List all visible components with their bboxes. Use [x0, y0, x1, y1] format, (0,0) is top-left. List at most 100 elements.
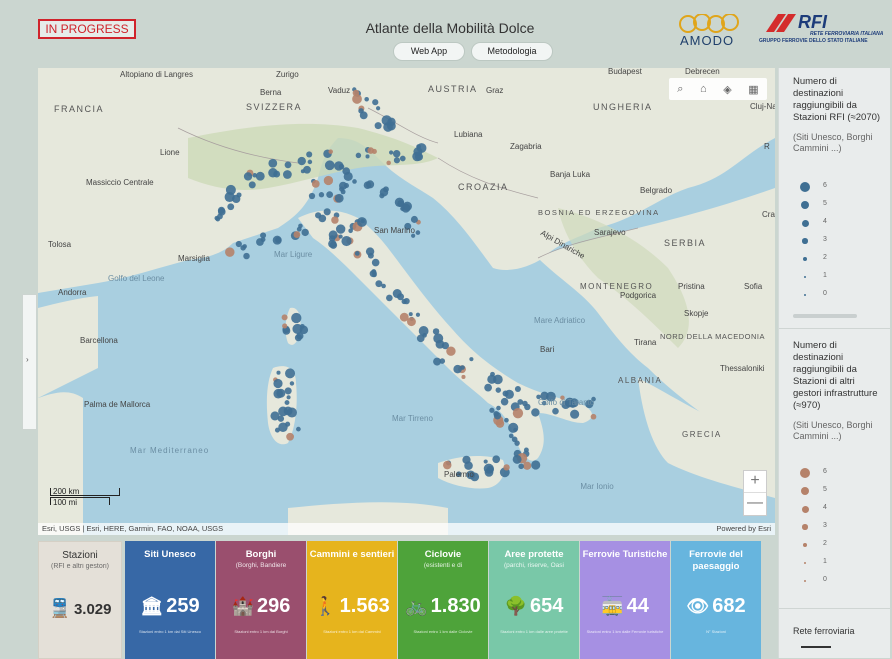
- station-dot[interactable]: [364, 96, 369, 102]
- station-dot[interactable]: [487, 374, 497, 384]
- station-dot[interactable]: [293, 231, 301, 238]
- station-dot[interactable]: [341, 235, 352, 247]
- station-dot[interactable]: [469, 357, 474, 362]
- station-dot[interactable]: [439, 358, 446, 364]
- station-dot[interactable]: [531, 408, 540, 417]
- station-dot[interactable]: [296, 332, 304, 340]
- station-dot[interactable]: [268, 158, 278, 168]
- station-dot[interactable]: [328, 149, 333, 154]
- station-dot[interactable]: [508, 422, 519, 433]
- layers-icon[interactable]: ◈: [723, 83, 732, 96]
- station-dot[interactable]: [291, 312, 302, 324]
- station-dot[interactable]: [235, 240, 242, 248]
- station-dot[interactable]: [387, 117, 396, 126]
- nav-metodologia-button[interactable]: Metodologia: [471, 42, 553, 61]
- station-dot[interactable]: [284, 387, 292, 395]
- station-dot[interactable]: [282, 170, 292, 179]
- station-dot[interactable]: [343, 171, 353, 182]
- station-dot[interactable]: [446, 346, 456, 356]
- search-icon[interactable]: ⌕: [677, 82, 684, 95]
- station-dot[interactable]: [374, 122, 382, 130]
- station-dot[interactable]: [300, 323, 305, 329]
- station-dot[interactable]: [455, 471, 462, 477]
- panel-toggle-handle[interactable]: ›: [22, 294, 37, 430]
- nav-webapp-button[interactable]: Web App: [393, 42, 465, 61]
- station-dot[interactable]: [569, 398, 579, 408]
- station-dot[interactable]: [359, 111, 368, 120]
- station-dot[interactable]: [512, 408, 524, 419]
- station-dot[interactable]: [453, 364, 462, 374]
- station-dot[interactable]: [379, 188, 389, 197]
- zoom-in-button[interactable]: +: [744, 471, 766, 493]
- station-dot[interactable]: [352, 179, 357, 184]
- station-dot[interactable]: [277, 415, 285, 422]
- station-dot[interactable]: [352, 94, 362, 104]
- station-dot[interactable]: [389, 150, 394, 155]
- station-dot[interactable]: [260, 232, 267, 239]
- station-dot[interactable]: [375, 106, 381, 111]
- station-dot[interactable]: [561, 400, 571, 410]
- station-dot[interactable]: [435, 339, 445, 349]
- zoom-out-button[interactable]: —: [747, 494, 763, 511]
- station-dot[interactable]: [281, 314, 288, 321]
- station-dot[interactable]: [303, 165, 311, 174]
- station-dot[interactable]: [375, 280, 383, 288]
- station-dot[interactable]: [483, 459, 488, 464]
- station-dot[interactable]: [285, 368, 296, 379]
- station-dot[interactable]: [493, 412, 502, 420]
- station-dot[interactable]: [338, 234, 343, 239]
- station-dot[interactable]: [415, 230, 421, 235]
- tile-stazioni[interactable]: Stazioni(RFI e altri gestori)🚆3.029: [38, 541, 122, 659]
- station-dot[interactable]: [386, 160, 391, 166]
- station-dot[interactable]: [406, 317, 416, 327]
- station-dot[interactable]: [354, 251, 360, 256]
- station-dot[interactable]: [546, 391, 556, 402]
- station-dot[interactable]: [328, 239, 337, 248]
- station-dot[interactable]: [243, 252, 250, 260]
- station-dot[interactable]: [284, 161, 292, 169]
- station-dot[interactable]: [311, 179, 320, 188]
- station-dot[interactable]: [560, 395, 565, 400]
- station-dot[interactable]: [334, 193, 344, 203]
- station-dot[interactable]: [372, 272, 377, 278]
- station-dot[interactable]: [282, 326, 291, 335]
- station-dot[interactable]: [552, 407, 559, 415]
- station-dot[interactable]: [393, 157, 401, 164]
- station-dot[interactable]: [306, 151, 313, 158]
- station-dot[interactable]: [328, 235, 336, 242]
- station-dot[interactable]: [523, 461, 532, 470]
- station-dot[interactable]: [402, 201, 412, 211]
- station-dot[interactable]: [284, 400, 290, 406]
- station-dot[interactable]: [486, 465, 494, 474]
- powered-by-esri[interactable]: Powered by Esri: [716, 524, 771, 533]
- station-dot[interactable]: [570, 409, 580, 419]
- station-dot[interactable]: [301, 228, 309, 237]
- station-dot[interactable]: [504, 417, 509, 423]
- station-dot[interactable]: [308, 192, 316, 200]
- station-dot[interactable]: [278, 422, 288, 432]
- station-dot[interactable]: [357, 217, 367, 227]
- station-dot[interactable]: [260, 237, 266, 242]
- station-dot[interactable]: [365, 154, 370, 159]
- station-dot[interactable]: [531, 460, 541, 470]
- station-dot[interactable]: [422, 333, 427, 338]
- station-dot[interactable]: [268, 168, 278, 178]
- station-dot[interactable]: [286, 432, 294, 441]
- station-dot[interactable]: [334, 161, 344, 171]
- station-dot[interactable]: [399, 312, 409, 322]
- station-dot[interactable]: [248, 181, 256, 189]
- station-dot[interactable]: [326, 191, 334, 198]
- station-dot[interactable]: [270, 411, 280, 421]
- station-dot[interactable]: [274, 427, 280, 433]
- station-dot[interactable]: [318, 214, 327, 223]
- station-dot[interactable]: [397, 293, 405, 301]
- station-dot[interactable]: [323, 208, 331, 216]
- station-dot[interactable]: [591, 396, 596, 402]
- station-dot[interactable]: [227, 203, 235, 211]
- station-dot[interactable]: [492, 455, 501, 464]
- station-dot[interactable]: [500, 397, 509, 406]
